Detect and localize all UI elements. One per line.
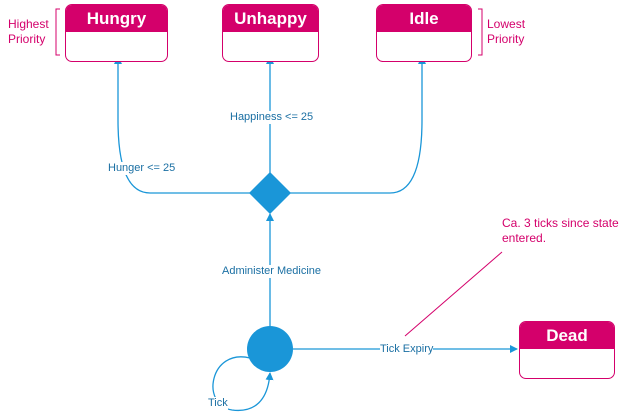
state-hungry-title: Hungry xyxy=(66,5,167,32)
state-unhappy[interactable]: Unhappy xyxy=(222,4,319,62)
state-unhappy-title: Unhappy xyxy=(223,5,318,32)
highest-priority-bracket xyxy=(55,8,60,56)
ticks-note-line2: entered. xyxy=(502,231,547,245)
highest-priority-line2: Priority xyxy=(8,32,46,46)
choice-diamond xyxy=(249,172,291,214)
label-happiness: Happiness <= 25 xyxy=(230,111,314,124)
edge-tick xyxy=(212,356,274,412)
lowest-priority-bracket xyxy=(478,8,483,56)
label-medicine: Administer Medicine xyxy=(222,265,322,278)
lowest-priority-line2: Priority xyxy=(487,32,525,46)
state-idle[interactable]: Idle xyxy=(376,4,472,62)
state-idle-title: Idle xyxy=(377,5,471,32)
state-dead-title: Dead xyxy=(520,322,614,349)
highest-priority-note: Highest Priority xyxy=(8,17,49,47)
lowest-priority-note: Lowest Priority xyxy=(487,17,525,47)
ticks-note: Ca. 3 ticks since state entered. xyxy=(502,216,619,246)
lowest-priority-line1: Lowest xyxy=(487,17,526,31)
label-tick: Tick xyxy=(208,397,228,410)
state-hungry[interactable]: Hungry xyxy=(65,4,168,62)
state-dead[interactable]: Dead xyxy=(519,321,615,379)
edge-idle xyxy=(288,56,426,194)
note-leader-line xyxy=(404,251,503,337)
ticks-note-line1: Ca. 3 ticks since state xyxy=(502,216,619,230)
label-hunger: Hunger <= 25 xyxy=(108,162,176,175)
current-state-node xyxy=(247,326,293,372)
label-expiry: Tick Expiry xyxy=(380,343,434,356)
highest-priority-line1: Highest xyxy=(8,17,49,31)
